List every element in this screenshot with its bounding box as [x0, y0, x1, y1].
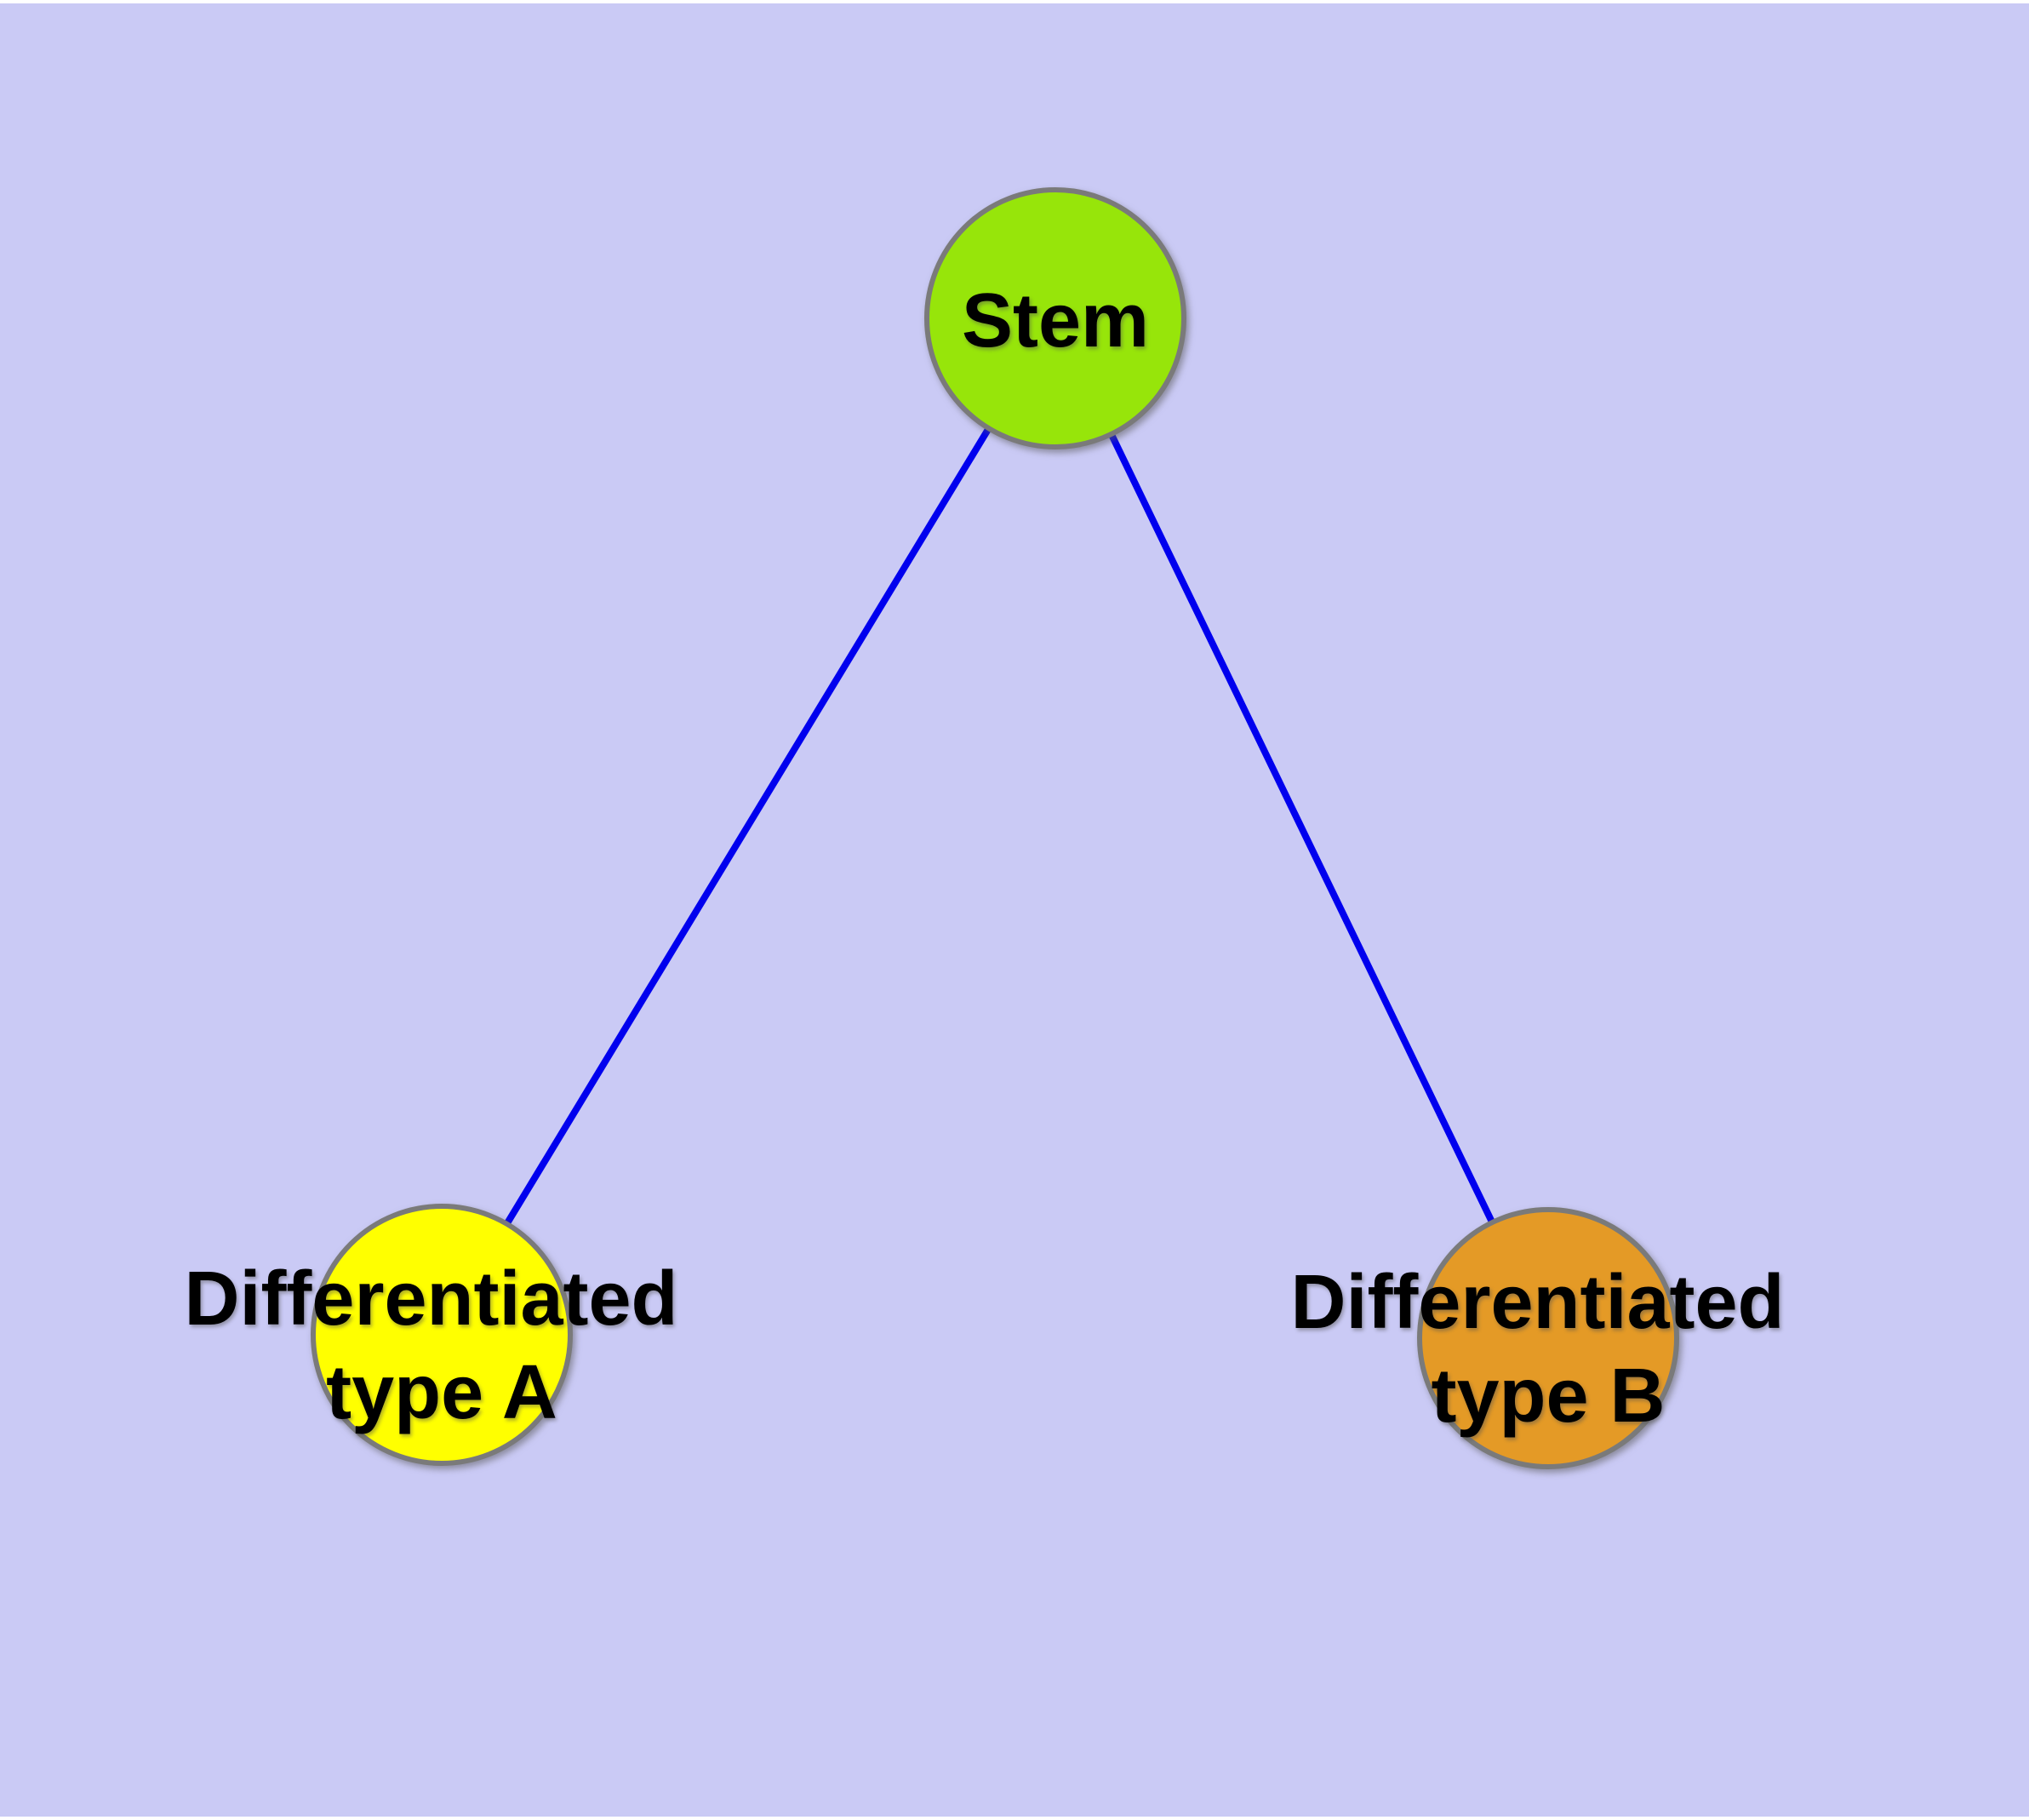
- node-stem-label-text: Stem: [962, 278, 1149, 363]
- node-type-b-label-line1: Differentiated: [1290, 1260, 1784, 1345]
- node-stem-label: Stem: [962, 278, 1149, 363]
- node-type-b-label-line2: type B: [1431, 1354, 1665, 1439]
- graph-svg: Stem Differentiated type A Differentiate…: [0, 3, 2029, 1817]
- node-type-b[interactable]: Differentiated type B: [1290, 1207, 1805, 1469]
- edge-stem-to-typeA[interactable]: [438, 316, 1059, 1334]
- node-type-a-circle[interactable]: [311, 1204, 573, 1466]
- node-type-a-label-line2: type A: [326, 1350, 557, 1435]
- node-type-a-label-line1: Differentiated: [184, 1256, 677, 1342]
- node-type-a[interactable]: Differentiated type A: [184, 1204, 699, 1466]
- node-stem[interactable]: Stem: [924, 187, 1186, 449]
- edge-stem-to-typeB[interactable]: [1052, 317, 1552, 1340]
- node-stem-circle[interactable]: [924, 187, 1186, 449]
- node-type-a-label: Differentiated type A: [184, 1256, 699, 1435]
- graph-canvas: Stem Differentiated type A Differentiate…: [0, 3, 2029, 1817]
- node-type-b-label: Differentiated type B: [1290, 1260, 1805, 1439]
- node-type-b-circle[interactable]: [1417, 1207, 1679, 1469]
